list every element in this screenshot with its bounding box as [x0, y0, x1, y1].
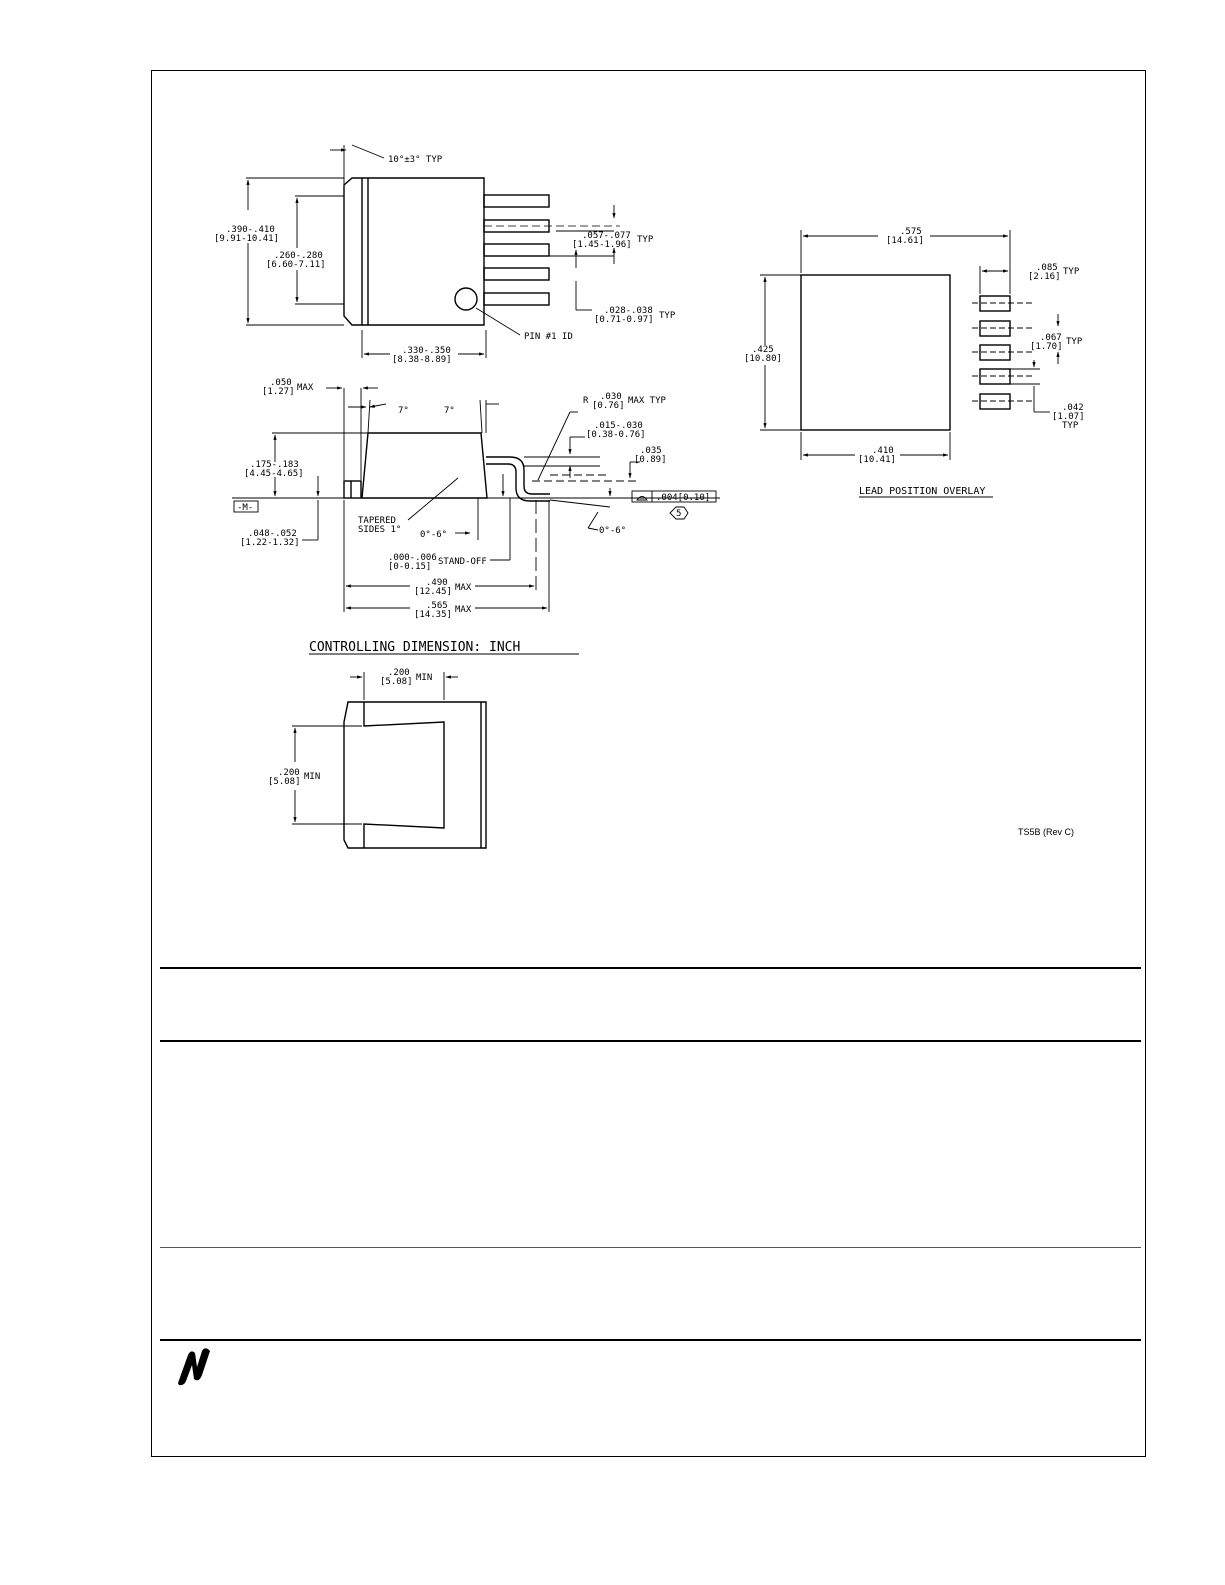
side-datum: -M-	[237, 503, 253, 513]
overlay-height-in: .425	[752, 345, 774, 355]
drawing-rev-code: TS5B (Rev C)	[1018, 827, 1075, 837]
side-draft-right: 7°	[444, 406, 455, 416]
side-draft-left: 7°	[398, 406, 409, 416]
overlay-pad-w-mm: [1.07]	[1052, 412, 1085, 422]
overlay-width-in: .575	[900, 227, 922, 237]
top-view-dims	[246, 144, 616, 358]
controlling-dimension: CONTROLLING DIMENSION: INCH	[309, 640, 520, 655]
overlay-pad-len-typ: TYP	[1063, 267, 1080, 277]
top-view-outline	[343, 177, 485, 326]
overlay-bottom-in: .410	[872, 446, 894, 456]
bottom-h-mm: [5.08]	[268, 777, 301, 787]
side-view-outline	[232, 432, 720, 520]
top-body-width-mm: [8.38-8.89]	[392, 355, 452, 365]
page-frame	[151, 70, 1146, 1457]
bottom-h-in: .200	[278, 768, 300, 778]
side-len1-max: MAX	[455, 583, 472, 593]
overlay-outline	[800, 274, 1011, 431]
top-pin-id: PIN #1 ID	[524, 332, 573, 342]
side-tapered: TAPERED	[358, 516, 396, 526]
package-drawing: 10°±3° TYP .390-.410 [9.91-10.41] .260-.…	[214, 144, 1085, 849]
overlay-pad-w-in: .042	[1062, 403, 1084, 413]
side-height-mm: [4.45-4.65]	[244, 469, 304, 479]
bottom-w-mm: [5.08]	[380, 677, 413, 687]
side-standoff-label: STAND-OFF	[438, 557, 487, 567]
bottom-w-min: MIN	[416, 673, 432, 683]
side-tapered-sides: SIDES 1°	[358, 525, 401, 535]
top-lead-width-mm: [0.71-0.97]	[594, 315, 654, 325]
bottom-h-min: MIN	[304, 772, 320, 782]
top-body-width-in: .330-.350	[402, 346, 451, 356]
side-radius-mm: [0.76]	[592, 401, 625, 411]
overlay-dims	[760, 230, 1060, 460]
side-standoff-in: .000-.006	[388, 553, 437, 563]
side-lead-offset-mm: [0.89]	[634, 455, 667, 465]
top-tab-height-in: .260-.280	[274, 251, 323, 261]
side-len1-in: .490	[426, 578, 448, 588]
overlay-pad-w-typ: TYP	[1062, 421, 1079, 431]
section-divider	[160, 1040, 1141, 1042]
side-tab-thick-mm: [1.27]	[262, 387, 295, 397]
side-lead-thick-mm: [0.38-0.76]	[586, 430, 646, 440]
side-note-ref: 5	[676, 509, 681, 519]
top-pitch-in: .057-.077	[582, 231, 631, 241]
side-view-dims	[272, 386, 640, 612]
side-len2-mm: [14.35]	[414, 610, 452, 620]
side-len2-max: MAX	[455, 605, 472, 615]
side-tab-thick-in: .050	[270, 378, 292, 388]
top-lead-width-in: .028-.038	[604, 306, 653, 316]
top-view-leads	[483, 194, 620, 306]
side-len2-in: .565	[426, 601, 448, 611]
overlay-pad-pitch-mm: [1.70]	[1030, 342, 1063, 352]
section-divider	[160, 1247, 1141, 1248]
section-divider	[160, 967, 1141, 969]
section-divider	[160, 1339, 1141, 1341]
overlay-pad-pitch-in: .067	[1040, 333, 1062, 343]
overlay-width-mm: [14.61]	[886, 236, 924, 246]
overlay-height-mm: [10.80]	[744, 354, 782, 364]
top-overall-height-in: .390-.410	[226, 225, 275, 235]
side-lead-offset-in: .035	[640, 446, 662, 456]
side-radius-r: R	[583, 396, 589, 406]
side-angle-a: 0°-6°	[420, 530, 447, 540]
bottom-w-in: .200	[388, 668, 410, 678]
side-len1-mm: [12.45]	[414, 587, 452, 597]
side-tab-thick-max: MAX	[297, 383, 314, 393]
side-tab-min-mm: [1.22-1.32]	[240, 538, 300, 548]
top-tab-height-mm: [6.60-7.11]	[266, 260, 326, 270]
side-angle-b: 0°-6°	[599, 526, 626, 536]
company-logo	[178, 1348, 210, 1386]
side-radius-in: .030	[600, 392, 622, 402]
side-radius-note: MAX TYP	[628, 396, 667, 406]
side-coplanarity: .004[0.10]	[656, 493, 710, 503]
side-height-in: .175-.183	[250, 460, 299, 470]
overlay-pad-len-mm: [2.16]	[1028, 272, 1061, 282]
overlay-pad-pitch-typ: TYP	[1066, 337, 1083, 347]
top-pitch-mm: [1.45-1.96]	[572, 240, 632, 250]
bottom-view-outline	[343, 701, 487, 849]
side-lead-thick-in: .015-.030	[594, 421, 643, 431]
side-tab-min-in: .048-.052	[248, 529, 297, 539]
top-pitch-typ: TYP	[637, 235, 654, 245]
top-overall-height-mm: [9.91-10.41]	[214, 234, 279, 244]
top-lead-width-typ: TYP	[659, 311, 676, 321]
side-standoff-mm: [0-0.15]	[388, 562, 431, 572]
bottom-view-dims	[292, 672, 458, 825]
overlay-bottom-mm: [10.41]	[858, 455, 896, 465]
overlay-pad-len-in: .085	[1036, 263, 1058, 273]
overlay-title: LEAD POSITION OVERLAY	[859, 486, 985, 497]
top-angle-note: 10°±3° TYP	[388, 155, 443, 165]
